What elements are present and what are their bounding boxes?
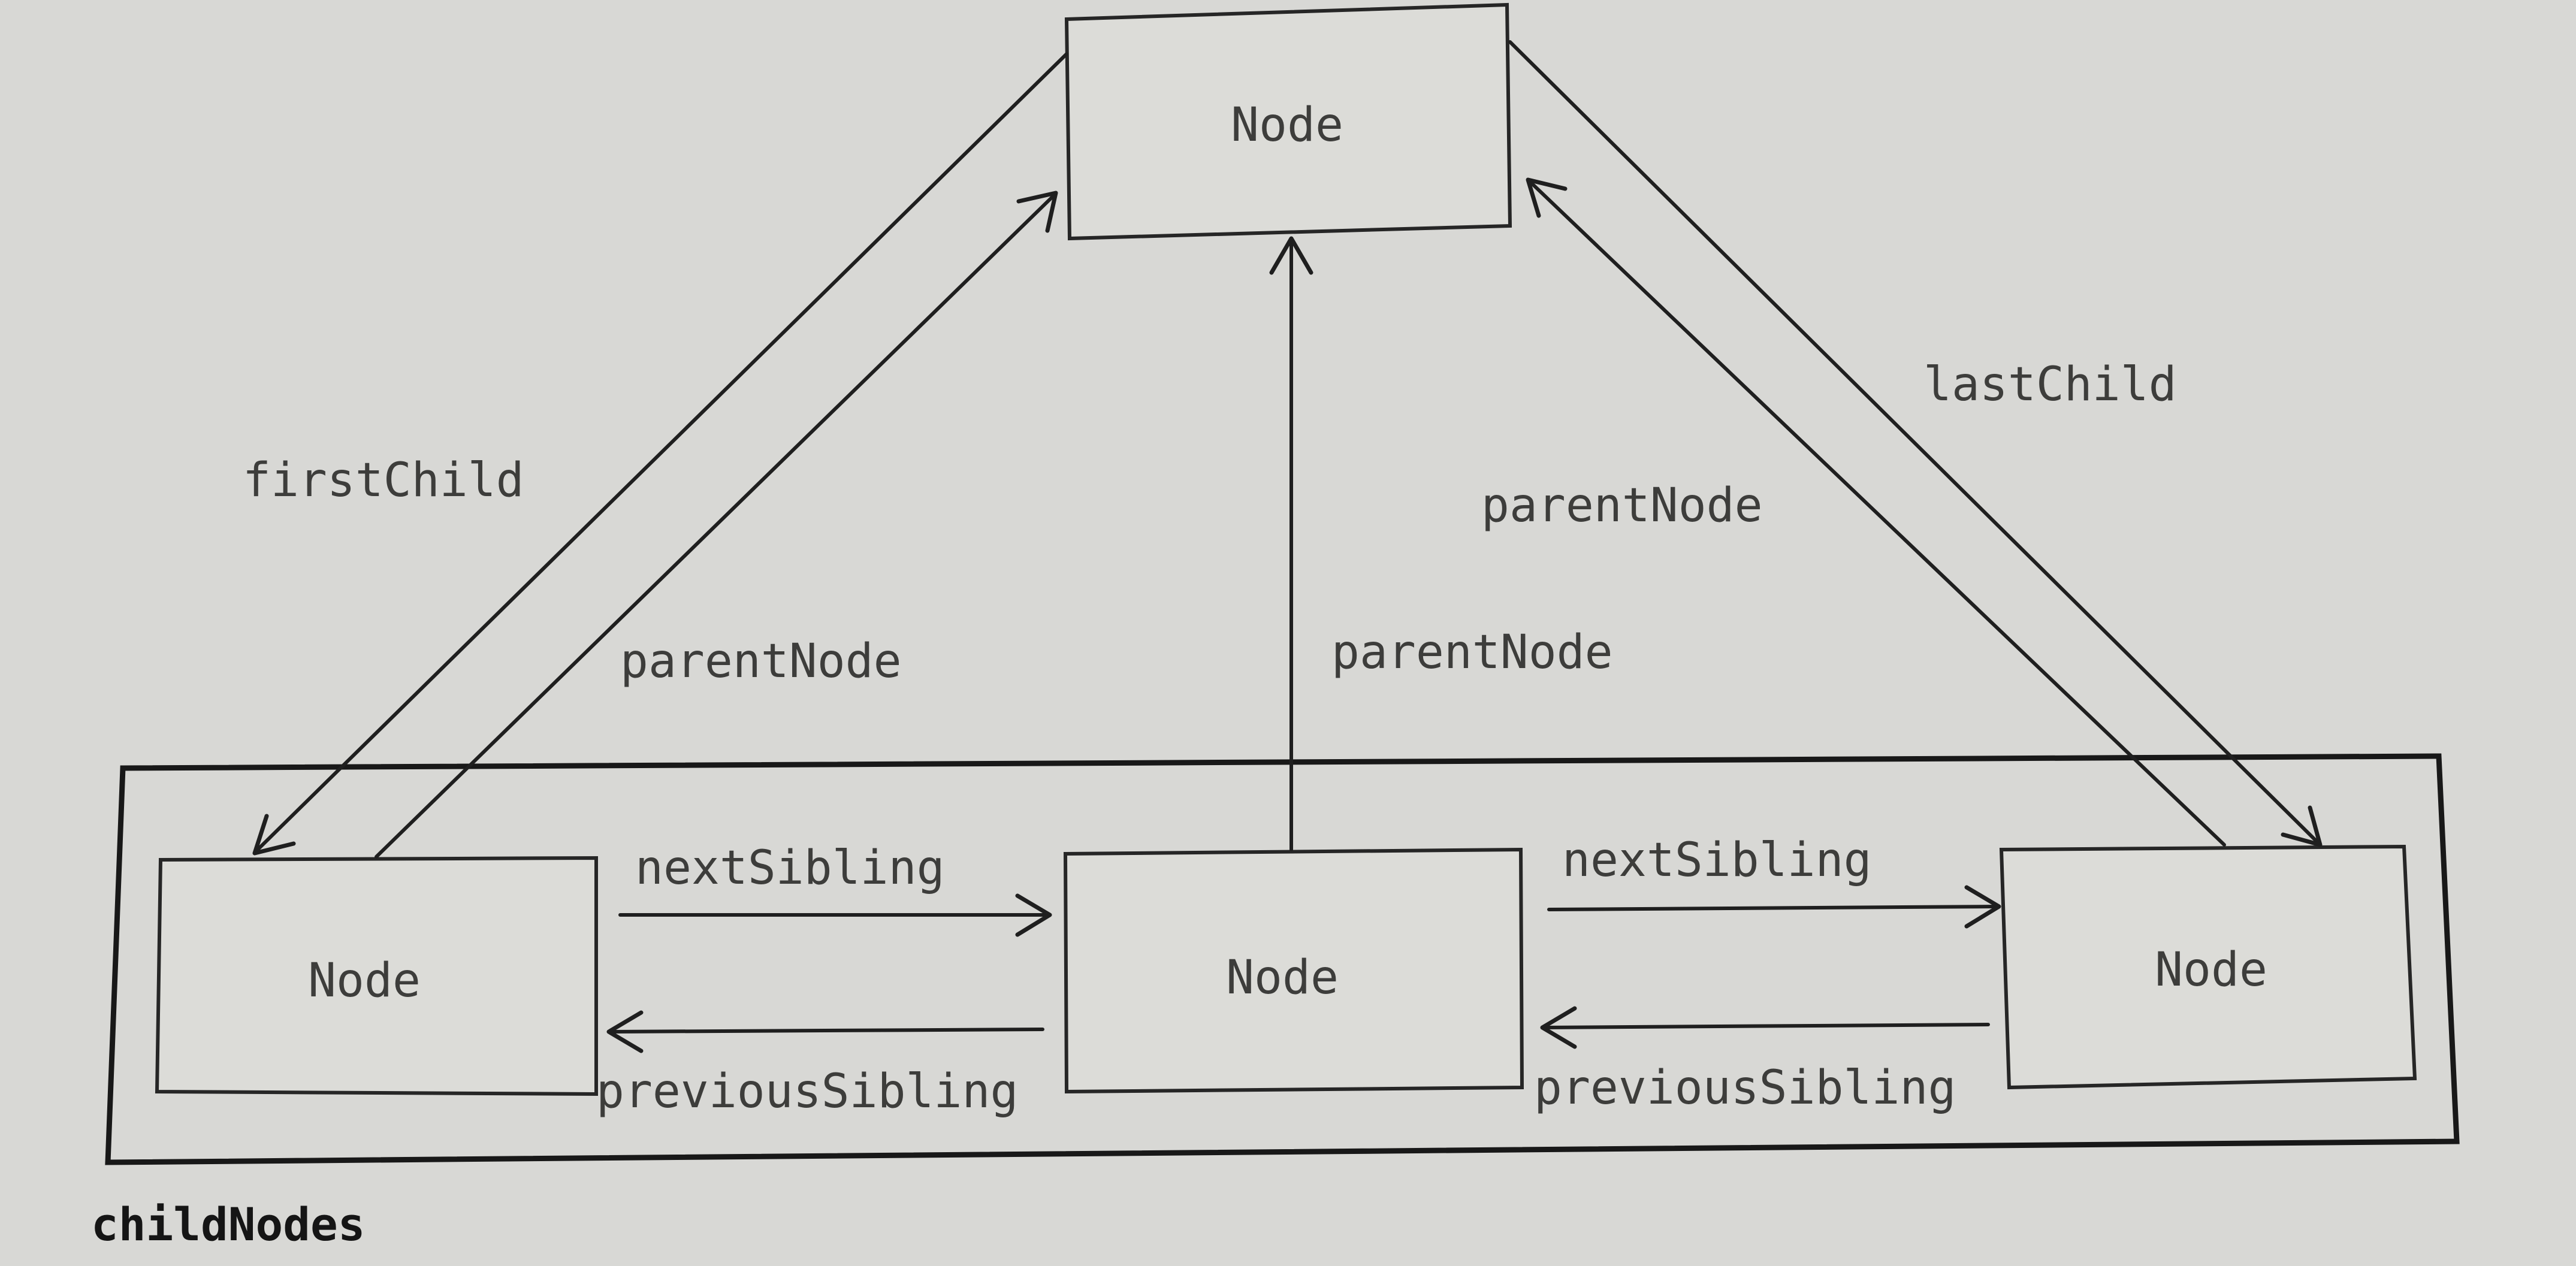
child-node-3-box bbox=[1999, 844, 2417, 1090]
last-child-line bbox=[1508, 40, 2321, 845]
child-node-1-box bbox=[155, 856, 598, 1096]
next-sibling-2-label: nextSibling bbox=[1562, 833, 1872, 887]
parent-node-middle-edge bbox=[1269, 236, 1313, 851]
first-child-line bbox=[255, 52, 1068, 853]
parent-node-middle-arrowhead bbox=[1269, 236, 1313, 275]
previous-sibling-1-arrowhead bbox=[606, 1010, 644, 1053]
parent-node-right-label: parentNode bbox=[1481, 479, 1763, 533]
next-sibling-2-line bbox=[1547, 905, 1998, 911]
child-node-1-label: Node bbox=[308, 954, 421, 1008]
next-sibling-1-arrowhead bbox=[1015, 893, 1052, 937]
child-node-1: Node bbox=[155, 856, 598, 1096]
parent-node-label: Node bbox=[1231, 98, 1343, 152]
parent-node-right-arrowhead bbox=[1526, 177, 1568, 218]
parent-node-box bbox=[1064, 2, 1512, 241]
child-node-2: Node bbox=[1063, 847, 1524, 1094]
last-child-label: lastChild bbox=[1923, 358, 2177, 412]
first-child-label: firstChild bbox=[243, 454, 524, 507]
last-child-arrowhead bbox=[2281, 805, 2323, 847]
first-child-arrowhead bbox=[252, 814, 296, 856]
previous-sibling-1-label: previousSibling bbox=[596, 1065, 1018, 1119]
last-child-edge bbox=[1508, 40, 2323, 847]
parent-node-left-line bbox=[375, 193, 1056, 859]
child-nodes-frame bbox=[105, 753, 2460, 1165]
previous-sibling-1-edge bbox=[606, 1010, 1044, 1053]
next-sibling-2-edge bbox=[1547, 885, 2001, 929]
previous-sibling-2-line bbox=[1543, 1023, 1990, 1029]
previous-sibling-2-label: previousSibling bbox=[1534, 1061, 1956, 1115]
parent-node-right-line bbox=[1527, 179, 2226, 847]
child-node-2-box bbox=[1063, 847, 1524, 1094]
previous-sibling-2-edge bbox=[1540, 1006, 1990, 1049]
child-node-3-label: Node bbox=[2155, 943, 2267, 997]
child-node-3: Node bbox=[1999, 844, 2417, 1090]
child-node-2-label: Node bbox=[1226, 951, 1339, 1005]
parent-node-left-edge bbox=[375, 191, 1058, 859]
parent-node-middle-label: parentNode bbox=[1331, 626, 1613, 679]
previous-sibling-1-line bbox=[609, 1028, 1044, 1034]
next-sibling-1-edge bbox=[618, 893, 1052, 937]
next-sibling-1-label: nextSibling bbox=[635, 841, 945, 895]
parent-node-right-edge bbox=[1526, 177, 2226, 847]
previous-sibling-2-arrowhead bbox=[1540, 1006, 1577, 1049]
first-child-edge bbox=[252, 52, 1068, 856]
child-nodes-label: childNodes bbox=[91, 1198, 366, 1251]
parent-node-left-label: parentNode bbox=[620, 634, 902, 688]
parent-node: Node bbox=[1064, 2, 1512, 241]
parent-node-left-arrowhead bbox=[1016, 191, 1058, 233]
next-sibling-2-arrowhead bbox=[1964, 885, 2001, 929]
